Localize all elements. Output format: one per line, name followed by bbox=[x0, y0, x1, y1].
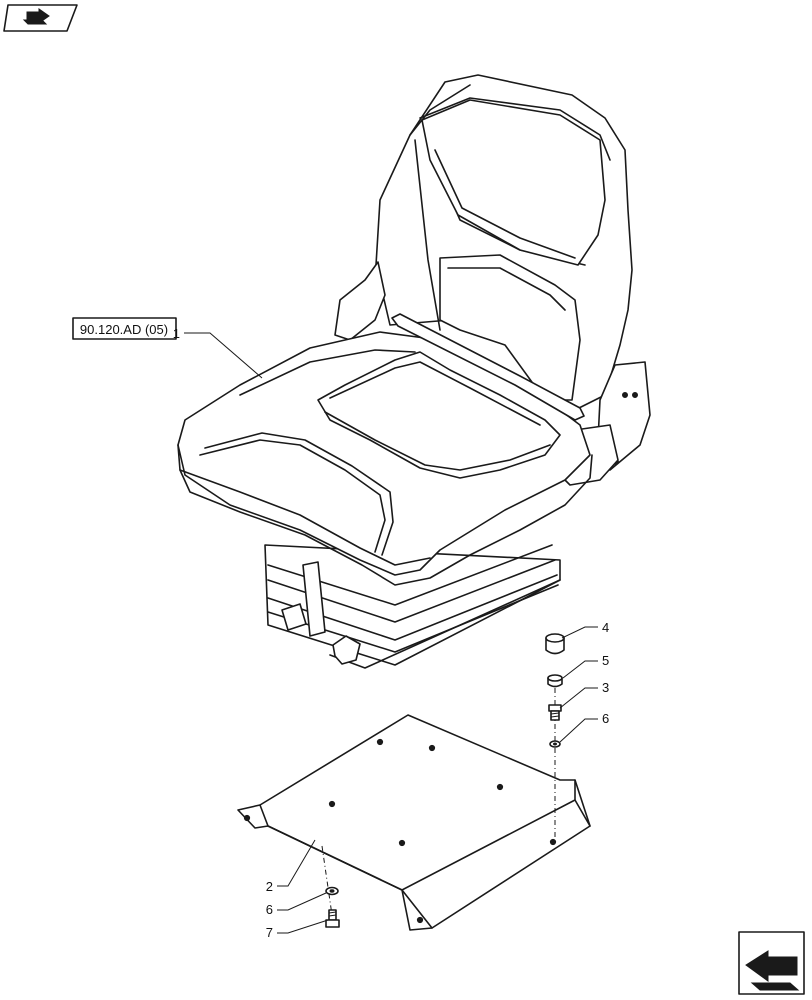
cap-part bbox=[545, 633, 565, 655]
book-arrow-icon[interactable] bbox=[3, 4, 78, 32]
reference-label: 90.120.AD (05) bbox=[80, 322, 168, 337]
callout-3[interactable]: 3 bbox=[602, 680, 609, 695]
washer-part-top bbox=[549, 740, 561, 748]
callout-7[interactable]: 7 bbox=[266, 925, 273, 940]
callout-4[interactable]: 4 bbox=[602, 620, 609, 635]
spacer-part bbox=[547, 674, 563, 688]
callout-2[interactable]: 2 bbox=[266, 879, 273, 894]
seat-illustration bbox=[177, 74, 651, 669]
washer-part-bottom bbox=[325, 886, 339, 896]
reference-box[interactable]: 90.120.AD (05) bbox=[72, 317, 177, 340]
bolt-part-top bbox=[548, 704, 562, 721]
callout-6-bottom[interactable]: 6 bbox=[266, 902, 273, 917]
bolt-part-bottom bbox=[325, 909, 340, 928]
next-page-arrow-icon[interactable] bbox=[738, 931, 805, 995]
mounting-plate bbox=[237, 714, 591, 931]
callout-5[interactable]: 5 bbox=[602, 653, 609, 668]
callout-1[interactable]: 1 bbox=[173, 326, 180, 341]
callout-6-top[interactable]: 6 bbox=[602, 711, 609, 726]
